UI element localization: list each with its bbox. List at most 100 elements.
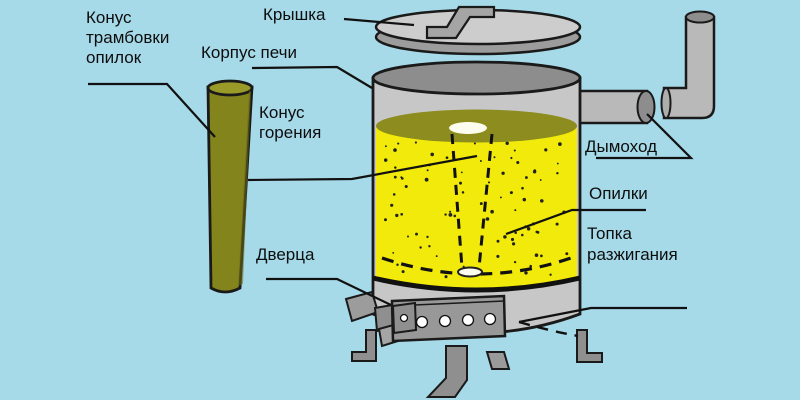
speckle xyxy=(461,191,465,194)
speckle xyxy=(513,260,517,264)
speckle xyxy=(394,166,397,169)
speckle xyxy=(505,141,509,146)
chimney-elbow xyxy=(660,10,716,120)
leader-door xyxy=(266,277,392,306)
speckle xyxy=(555,222,559,226)
door-air-holes xyxy=(415,312,497,329)
speckle xyxy=(424,177,429,182)
speckle xyxy=(516,160,520,165)
speckle xyxy=(384,218,387,222)
speckle xyxy=(426,169,429,172)
speckle xyxy=(400,212,404,216)
speckle xyxy=(444,275,448,279)
tamping-cone-shape xyxy=(206,79,254,294)
speckle xyxy=(449,210,452,213)
speckle xyxy=(428,245,431,248)
speckle xyxy=(479,160,482,162)
lid xyxy=(374,5,582,56)
speckle xyxy=(396,263,399,267)
door-hole xyxy=(438,314,452,328)
speckle xyxy=(460,171,463,174)
chimney-elbow-cap xyxy=(685,10,715,24)
label-burning-cone: Конус горения xyxy=(259,103,321,143)
label-line: Топка xyxy=(587,224,632,243)
lid-handle xyxy=(425,5,496,40)
label-ignition-firebox: Топка разжигания xyxy=(587,223,678,265)
speckle xyxy=(414,141,417,144)
leg-center xyxy=(425,345,468,398)
label-chimney: Дымоход xyxy=(585,137,657,156)
label-stove-body: Корпус печи xyxy=(201,43,297,62)
funnel-top-hole xyxy=(449,122,487,134)
label-line: горения xyxy=(259,123,322,142)
speckle xyxy=(514,231,517,234)
door-assembly xyxy=(344,290,579,348)
stove-barrel xyxy=(371,60,582,335)
firebox-top-rim xyxy=(372,275,581,293)
speckle xyxy=(415,232,418,236)
speckle xyxy=(565,252,569,256)
cone-shade xyxy=(238,90,251,286)
leader-tamping-cone xyxy=(88,82,216,138)
speckle xyxy=(521,233,524,237)
speckle xyxy=(496,239,500,243)
speckle xyxy=(496,254,500,258)
speckle xyxy=(503,235,507,239)
speckle xyxy=(501,171,505,175)
speckle xyxy=(383,158,388,162)
cone-top xyxy=(206,79,254,97)
speckle xyxy=(404,184,408,189)
speckle xyxy=(556,171,559,175)
funnel-bottom-hole xyxy=(457,266,483,278)
speckle xyxy=(510,156,513,160)
speckle xyxy=(384,145,387,148)
speckle xyxy=(513,149,516,152)
leg-right xyxy=(576,329,603,363)
speckle xyxy=(453,214,457,218)
label-line: разжигания xyxy=(587,245,678,264)
speckle xyxy=(535,230,539,234)
speckle xyxy=(419,246,422,249)
speckle xyxy=(430,152,435,157)
speckle xyxy=(558,142,562,146)
speckle xyxy=(395,213,399,218)
chimney-pipe-cap xyxy=(636,90,656,124)
label-sawdust: Опилки xyxy=(589,184,648,203)
speckle xyxy=(524,271,528,275)
speckle xyxy=(426,235,429,239)
speckle xyxy=(524,176,528,179)
speckle xyxy=(479,202,483,206)
hidden-edge-dashed xyxy=(518,320,579,338)
sawdust-fill xyxy=(376,128,577,292)
speckle xyxy=(529,264,532,268)
leg-left xyxy=(351,329,377,362)
speckle xyxy=(533,169,537,172)
door-latch-hole xyxy=(399,313,409,323)
speckle xyxy=(393,148,397,152)
label-door: Дверца xyxy=(256,245,315,264)
bottom-dashed-ring xyxy=(381,256,572,276)
speckle xyxy=(539,179,542,181)
speckle xyxy=(499,196,502,199)
speckle xyxy=(444,213,447,216)
speckle xyxy=(393,175,397,179)
leader-chimney xyxy=(596,113,694,160)
speckle xyxy=(512,242,516,246)
speckle xyxy=(390,203,394,207)
label-tamping-cone: Конус трамбовки опилок xyxy=(86,8,169,68)
speckle xyxy=(435,255,438,258)
leader-stove-body xyxy=(251,65,373,89)
speckle xyxy=(400,177,404,180)
label-line: трамбовки xyxy=(86,28,170,47)
speckle xyxy=(514,209,517,212)
speckle xyxy=(473,142,476,145)
speckle xyxy=(490,209,494,214)
speckle xyxy=(534,253,539,257)
speckle xyxy=(392,251,395,254)
label-line: опилок xyxy=(86,48,142,67)
speckle xyxy=(509,191,513,195)
label-lid: Крышка xyxy=(263,5,326,24)
door-hole xyxy=(415,315,429,329)
